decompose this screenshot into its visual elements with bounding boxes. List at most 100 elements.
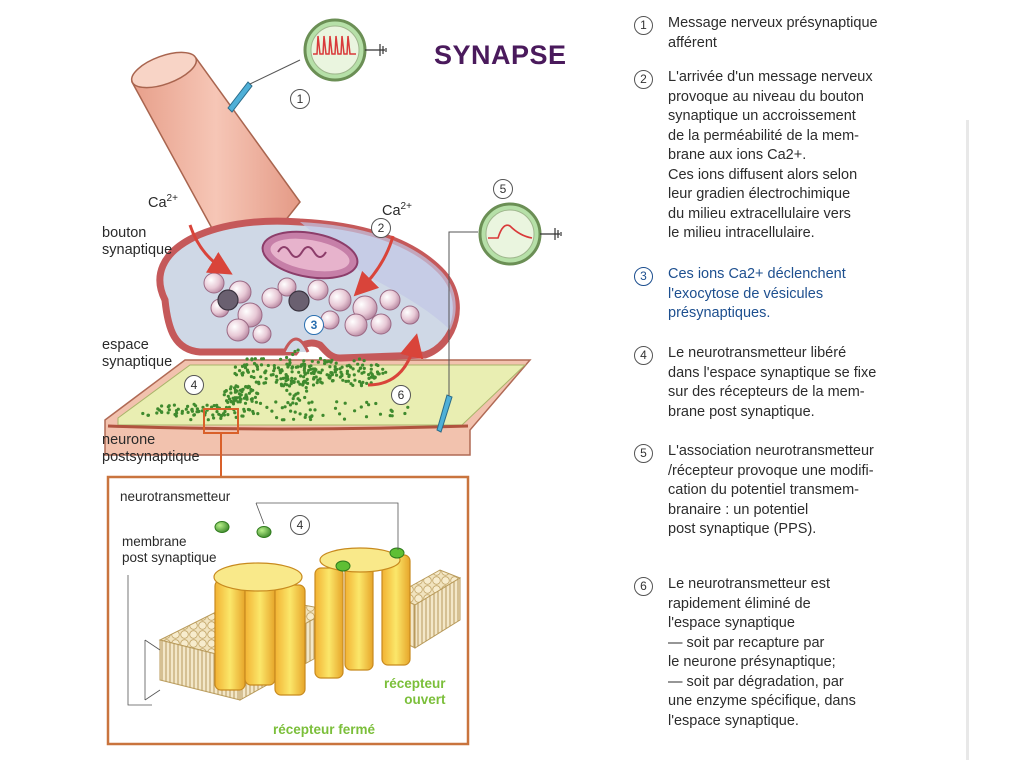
neurotransmitter-dot [192, 413, 196, 417]
neurotransmitter-dot [312, 377, 316, 381]
neurotransmitter-dot [333, 406, 338, 410]
neurotransmitter-dot [313, 408, 317, 412]
label-neurotransmetteur: neurotransmetteur [120, 489, 231, 504]
neurotransmitter-dot [251, 388, 255, 392]
neurotransmitter-dot [189, 418, 193, 422]
neurotransmitter-dot [256, 392, 260, 396]
neurotransmitter-dot [290, 376, 294, 380]
neurotransmitter-dot [233, 390, 237, 394]
neurotransmitter-dot [264, 369, 268, 373]
neurotransmitter-dot [302, 368, 306, 372]
neurotransmitter-dot [211, 413, 215, 417]
neurotransmitter-dot [369, 367, 373, 371]
neurotransmitter-dot [323, 361, 327, 366]
neurotransmitter-dot [373, 375, 377, 379]
neurotransmitter-clouds [141, 348, 410, 422]
neurotransmitter-dot [224, 389, 228, 393]
neurotransmitter-dot [244, 385, 248, 389]
neurotransmitter-dot [190, 409, 194, 413]
filled-vesicle [288, 290, 310, 312]
neurotransmitter-dot [369, 363, 373, 367]
neurotransmitter-dot [357, 369, 361, 373]
neurotransmitter-dot [335, 400, 339, 404]
neurotransmitter-dot [274, 400, 278, 404]
neurotransmitter-dot [280, 368, 284, 372]
neurotransmitter-dot [365, 381, 369, 385]
neurotransmitter-dot [285, 355, 289, 360]
neurotransmitter-dot [141, 411, 145, 416]
note-number: 4 [634, 346, 653, 365]
neurotransmitter-dot [291, 401, 295, 405]
neurotransmitter-dot [362, 366, 366, 370]
vesicle [400, 305, 420, 325]
neurotransmitter-dot [367, 403, 371, 407]
neurotransmitter-dot [320, 368, 324, 372]
neurotransmitter-dot [352, 359, 356, 363]
neurotransmitter-dot [285, 388, 289, 392]
neurotransmitter-dot [297, 370, 301, 374]
neurotransmitter-dot [146, 413, 150, 417]
note-text: L'arrivée d'un message nerveux provoque … [668, 69, 873, 241]
calcium-arrows [188, 224, 424, 387]
neurotransmitter-dot [311, 367, 315, 371]
marker-2: 2 [371, 218, 391, 238]
neurotransmitter-dot [283, 382, 287, 386]
neurotransmitter-dot [253, 357, 257, 361]
electrode-presynaptic [227, 18, 387, 113]
neurotransmitter-dot [249, 375, 253, 379]
neurotransmitter-dot [381, 367, 385, 371]
neurotransmitter-dot [250, 399, 254, 403]
neurotransmitter-dot [303, 379, 307, 383]
neurotransmitter-dot [303, 395, 307, 400]
neurotransmitter-dot [341, 378, 345, 382]
label-recepteur-ouvert: récepteur ouvert [384, 676, 446, 707]
neurotransmitter-dot [266, 363, 270, 368]
neurotransmitter-dot [325, 373, 329, 377]
neurotransmitter-dot [406, 405, 410, 409]
neurotransmitter-dot [316, 360, 320, 364]
note-number: 3 [634, 267, 653, 286]
neurotransmitter-dot [293, 377, 297, 381]
calcium-label-left: Ca2+ [148, 193, 178, 211]
neurotransmitter-dot [215, 410, 219, 414]
neurotransmitter-dot [403, 411, 407, 416]
neurotransmitter-dot [358, 380, 362, 384]
neurotransmitter-dot [299, 364, 303, 368]
neurotransmitter-dot [309, 417, 313, 422]
note-text: Message nerveux présynaptique afférent [668, 15, 878, 51]
marker-4-inset: 4 [290, 515, 310, 535]
neurotransmitter-dot [365, 400, 369, 404]
neurotransmitter-dot [174, 414, 178, 418]
neurotransmitter-dot [302, 375, 306, 379]
neurotransmitter-dot [328, 365, 332, 369]
neurotransmitter-dot [319, 380, 323, 384]
neurotransmitter-dot [166, 405, 170, 409]
neurotransmitter-dot [367, 373, 371, 377]
marker-1: 1 [290, 89, 310, 109]
neurotransmitter-dot [226, 400, 230, 404]
neurotransmitter-dot [272, 369, 276, 373]
neurotransmitter-dot [250, 357, 254, 361]
neurotransmitter-dot [327, 375, 331, 380]
vesicle [379, 289, 401, 311]
neurotransmitter-dot [227, 397, 232, 401]
neurotransmitter-dot [390, 414, 394, 418]
neurotransmitter-dot [226, 413, 230, 417]
neurotransmitter-dot [361, 363, 365, 367]
neurotransmitter-dot [270, 409, 274, 413]
neurotransmitter-dot [180, 409, 184, 413]
neurotransmitter-dot [296, 348, 300, 352]
neurotransmitter-dot [212, 416, 216, 420]
neurotransmitter-dot [344, 379, 348, 383]
neurotransmitter-dot [242, 363, 247, 367]
vesicle [252, 324, 272, 344]
neurotransmitter-dot [258, 401, 263, 405]
neurotransmitter-dot [233, 371, 237, 376]
neurotransmitter-dot [289, 382, 293, 386]
neurotransmitter-dot [308, 408, 312, 412]
neurotransmitter-dot [279, 377, 283, 381]
neurotransmitter-dot [304, 413, 308, 417]
synapse-diagram [104, 18, 562, 746]
neurotransmitter-dot [321, 413, 325, 417]
filled-vesicle [217, 289, 239, 311]
